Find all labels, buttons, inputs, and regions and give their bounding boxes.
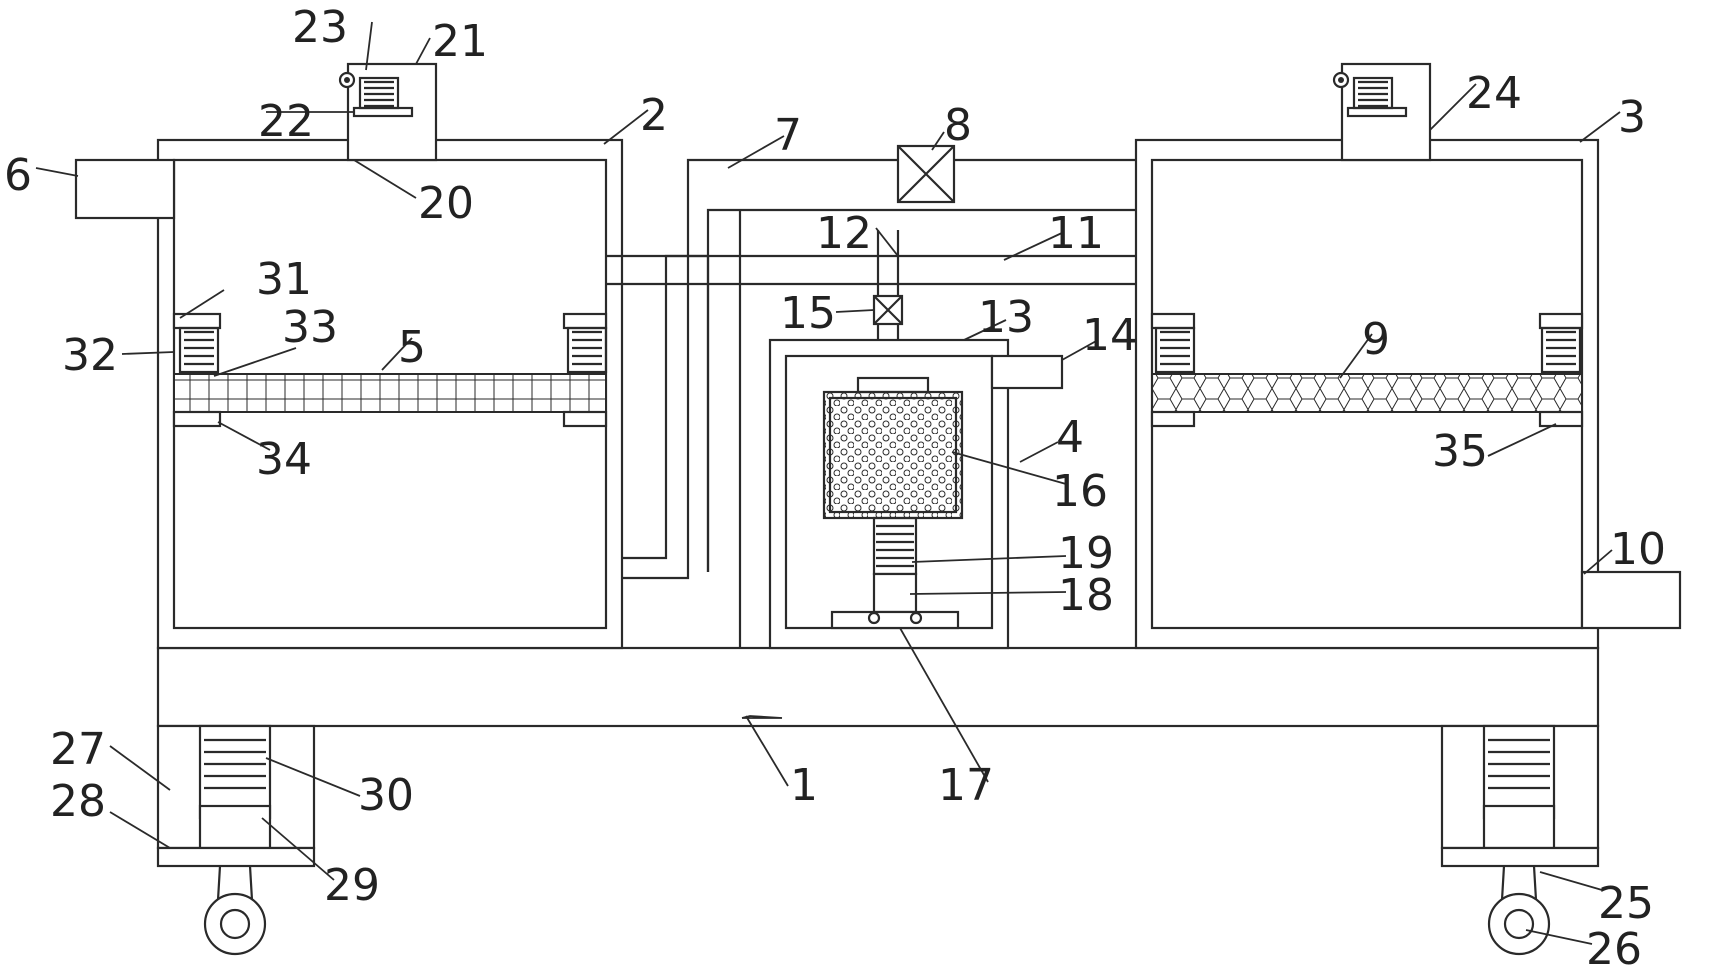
valve-8: [896, 144, 956, 204]
left-spring-mounts: [172, 312, 608, 428]
label-4: 4: [1056, 412, 1084, 463]
label-19: 19: [1058, 528, 1114, 579]
label-32: 32: [62, 330, 118, 381]
label-2: 2: [640, 90, 668, 141]
label-24: 24: [1466, 68, 1522, 119]
label-22: 22: [258, 96, 314, 147]
label-10: 10: [1610, 524, 1666, 575]
right-leg: [1440, 724, 1600, 956]
left-leg: [156, 724, 316, 956]
label-7: 7: [774, 110, 802, 161]
right-top-hatch: [1332, 62, 1432, 162]
label-23: 23: [292, 2, 348, 53]
label-26: 26: [1586, 924, 1642, 968]
label-6: 6: [4, 150, 32, 201]
label-34: 34: [256, 434, 312, 485]
label-25: 25: [1598, 878, 1654, 929]
right-filter-screen: [1151, 373, 1583, 413]
label-21: 21: [432, 16, 488, 67]
label-29: 29: [324, 860, 380, 911]
left-outlet-pipe: [74, 158, 176, 220]
label-5: 5: [398, 322, 426, 373]
label-28: 28: [50, 776, 106, 827]
label-12: 12: [816, 208, 872, 259]
label-3: 3: [1618, 92, 1646, 143]
label-11: 11: [1048, 208, 1104, 259]
right-outlet-pipe: [1580, 570, 1682, 630]
label-8: 8: [944, 100, 972, 151]
label-33: 33: [282, 302, 338, 353]
filter-cartridge: [822, 376, 964, 520]
label-31: 31: [256, 254, 312, 305]
valve-15: [872, 294, 904, 326]
leader-lines: [35, 21, 1621, 945]
part-labels: 1 2 3 4 5 6 7 8 9 10 11 12 13 14 15 16 1…: [4, 2, 1666, 973]
label-20: 20: [418, 178, 474, 229]
label-9: 9: [1362, 314, 1390, 365]
label-30: 30: [358, 770, 414, 821]
right-spring-mounts: [1150, 312, 1584, 428]
label-13: 13: [978, 292, 1034, 343]
label-27: 27: [50, 724, 106, 775]
left-top-hatch: [338, 62, 438, 162]
label-15: 15: [780, 288, 836, 339]
label-18: 18: [1058, 570, 1114, 621]
base-plate: [156, 646, 1600, 728]
label-16: 16: [1052, 466, 1108, 517]
spring-lift: [830, 516, 960, 630]
label-14: 14: [1082, 310, 1138, 361]
label-1: 1: [790, 760, 818, 811]
left-filter-screen: [173, 373, 607, 413]
filter-box-outlet: [990, 354, 1064, 390]
label-35: 35: [1432, 426, 1488, 477]
label-17: 17: [938, 760, 994, 811]
